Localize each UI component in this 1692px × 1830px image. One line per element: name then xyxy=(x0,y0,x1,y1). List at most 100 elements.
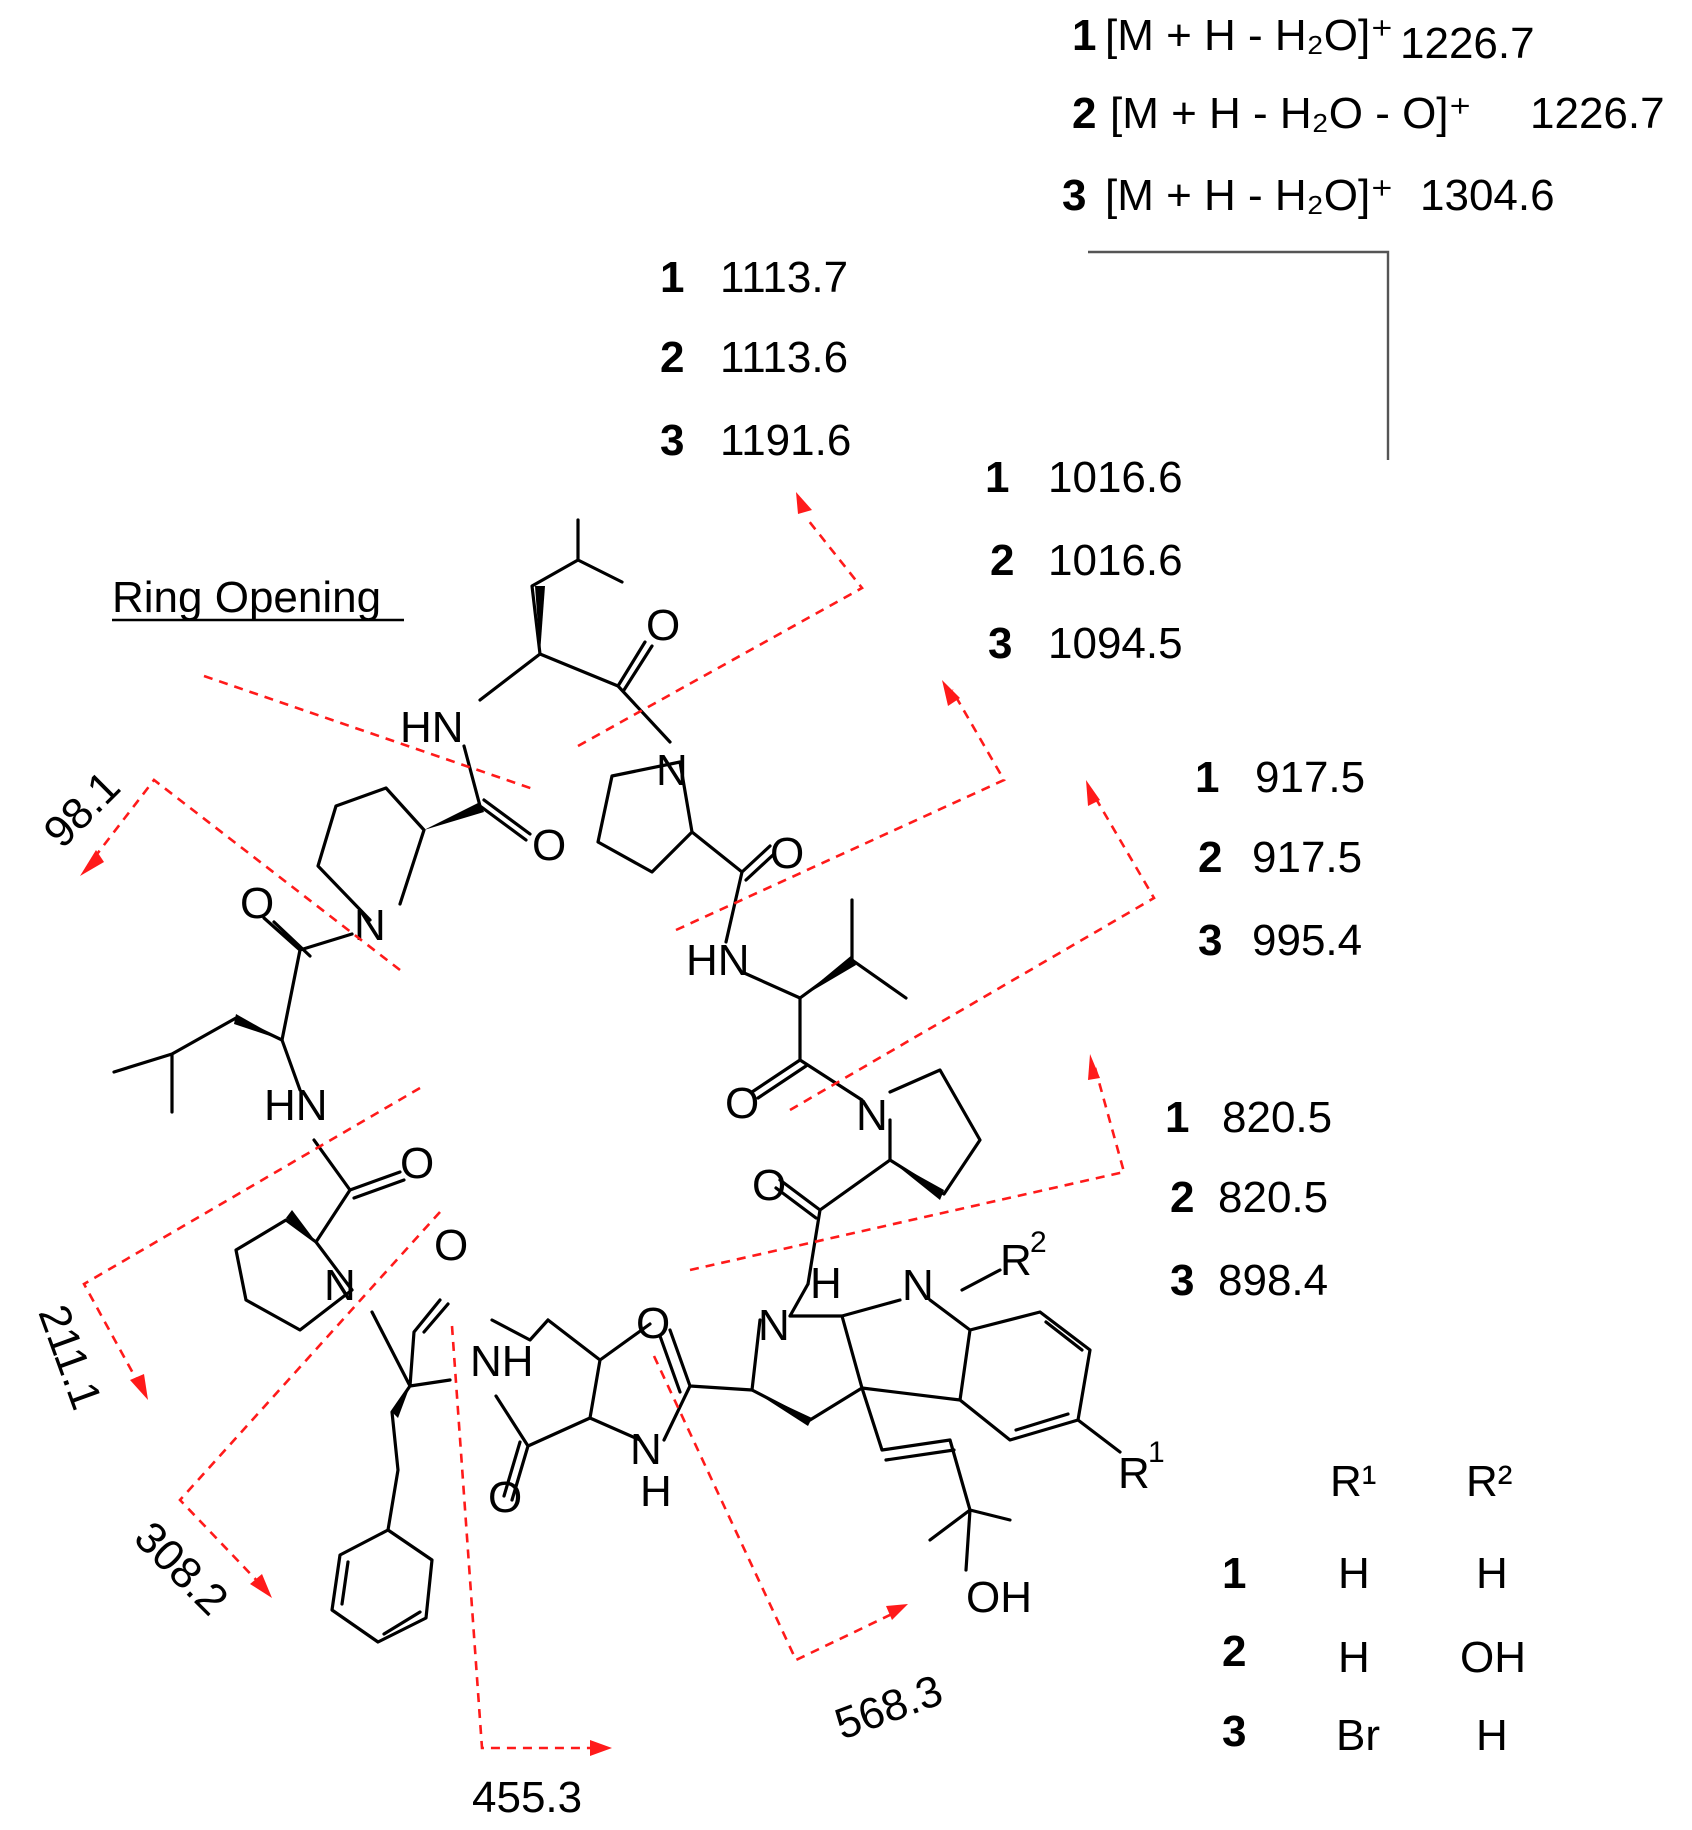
atom-o-8: O xyxy=(434,1221,468,1270)
atom-labels: HN N O O O HN O N O N H N R 2 R 1 OH O N… xyxy=(240,601,1165,1622)
parent-mz-1: 1226.7 xyxy=(1400,19,1535,68)
fragment-group-820: 1 820.5 2 820.5 3 898.4 xyxy=(1165,1093,1332,1305)
atom-hn-2: HN xyxy=(686,936,750,985)
frag1113-compound-2: 2 xyxy=(660,333,684,382)
parent-bracket xyxy=(1088,250,1390,460)
frag917-compound-1: 1 xyxy=(1195,753,1219,802)
leu-top-backbone xyxy=(478,640,672,744)
pro-bottom-carbonyl xyxy=(312,1138,406,1244)
fragment-group-1016: 1 1016.6 2 1016.6 3 1094.5 xyxy=(985,453,1183,668)
pro-bottom-wedge xyxy=(286,1210,316,1242)
fragment-98: 98.1 xyxy=(34,762,129,857)
parent-ion-3: [M + H - H₂O]⁺ xyxy=(1105,171,1393,220)
table-row3-r2: H xyxy=(1476,1711,1508,1760)
table-header-r2: R² xyxy=(1466,1457,1512,1506)
frag820-mz-2: 820.5 xyxy=(1218,1173,1328,1222)
arrowhead-1016 xyxy=(942,680,960,706)
prenyl-group xyxy=(860,1386,1012,1572)
leu-left-backbone xyxy=(262,916,354,1092)
cleavage-1113 xyxy=(577,519,864,748)
parent-mz-2: 1226.7 xyxy=(1530,89,1665,138)
table-row1-r1: H xyxy=(1338,1549,1370,1598)
frag1113-mz-3: 1191.6 xyxy=(720,416,851,465)
atom-o-1: O xyxy=(646,601,680,650)
pro-top-ring xyxy=(596,760,694,874)
atom-o-6: O xyxy=(636,1299,670,1348)
pro-right-wedge xyxy=(890,1160,944,1200)
cleavage-308 xyxy=(178,1211,441,1587)
frag917-mz-2: 917.5 xyxy=(1252,833,1362,882)
frag1016-compound-3: 3 xyxy=(988,619,1012,668)
frag917-mz-1: 917.5 xyxy=(1255,753,1365,802)
frag1113-mz-1: 1113.7 xyxy=(720,253,848,302)
table-header-r1: R¹ xyxy=(1330,1457,1376,1506)
parent-ion-2: [M + H - H₂O - O]⁺ xyxy=(1110,89,1472,138)
atom-n-2: N xyxy=(856,1091,888,1140)
leu-top-sidechain xyxy=(530,518,624,656)
atom-h-1: H xyxy=(810,1259,842,1308)
pro-right-carbonyl xyxy=(774,1158,892,1286)
cleavage-568 xyxy=(652,1355,893,1662)
table-row3-compound: 3 xyxy=(1222,1707,1246,1756)
atom-r1: R xyxy=(1118,1449,1150,1498)
leu-bottom-sidechain xyxy=(490,1318,652,1442)
atom-r2: R xyxy=(1000,1236,1032,1285)
atom-o-7: O xyxy=(488,1473,522,1522)
table-row1-r2: H xyxy=(1476,1549,1508,1598)
parent-compound-1: 1 xyxy=(1072,11,1096,60)
table-row3-r1: Br xyxy=(1336,1711,1380,1760)
leu-top-wedge xyxy=(535,586,545,654)
fragment-568: 568.3 xyxy=(829,1666,949,1750)
table-row1-compound: 1 xyxy=(1222,1549,1246,1598)
frag1016-compound-2: 2 xyxy=(990,536,1014,585)
atom-h-2: H xyxy=(640,1467,672,1516)
frag1016-mz-3: 1094.5 xyxy=(1048,619,1183,668)
cleavage-917 xyxy=(789,791,1156,1112)
cleavage-455 xyxy=(450,1325,596,1750)
cleavage-820 xyxy=(689,1063,1126,1272)
trp-wedge xyxy=(752,1390,812,1426)
frag917-compound-2: 2 xyxy=(1198,833,1222,882)
parent-ion-block: 1 [M + H - H₂O]⁺ 1226.7 2 [M + H - H₂O -… xyxy=(1062,11,1665,460)
pro-right-ring xyxy=(888,1068,982,1196)
parent-compound-2: 2 xyxy=(1072,89,1096,138)
frag1016-mz-2: 1016.6 xyxy=(1048,536,1183,585)
r2-bond xyxy=(960,1268,1002,1292)
val-wedge xyxy=(800,955,856,998)
atom-oh: OH xyxy=(966,1573,1032,1622)
frag917-mz-3: 995.4 xyxy=(1252,916,1362,965)
parent-compound-3: 3 xyxy=(1062,171,1086,220)
frag820-mz-1: 820.5 xyxy=(1222,1093,1332,1142)
frag1016-mz-1: 1016.6 xyxy=(1048,453,1183,502)
atom-o-9: O xyxy=(400,1139,434,1188)
atom-o-5: O xyxy=(752,1161,786,1210)
atom-o-10: O xyxy=(240,879,274,928)
atom-o-2: O xyxy=(532,821,566,870)
cleavage-211 xyxy=(82,1086,421,1387)
arrowhead-568 xyxy=(886,1604,908,1620)
frag1113-compound-3: 3 xyxy=(660,416,684,465)
leu-bottom-backbone xyxy=(494,1394,592,1502)
atom-n-7: N xyxy=(354,901,386,950)
table-row2-r1: H xyxy=(1338,1633,1370,1682)
table-row2-compound: 2 xyxy=(1222,1627,1246,1676)
arrowhead-455 xyxy=(590,1740,612,1756)
pro-left-wedge xyxy=(424,802,484,830)
atom-o-3: O xyxy=(770,829,804,878)
trp-carbonyl xyxy=(658,1328,754,1442)
arrowhead-98 xyxy=(80,850,104,876)
atom-n-6: N xyxy=(324,1261,356,1310)
fragment-455: 455.3 xyxy=(472,1773,582,1822)
atom-hn-3: HN xyxy=(264,1081,328,1130)
cleavage-ring-opening xyxy=(203,674,537,792)
arrowhead-308 xyxy=(250,1574,272,1598)
fragment-group-1113: 1 1113.7 2 1113.6 3 1191.6 xyxy=(660,253,851,465)
atom-hn-1: HN xyxy=(400,703,464,752)
frag820-mz-3: 898.4 xyxy=(1218,1256,1328,1305)
arrowhead-1113 xyxy=(796,492,812,514)
phe-wedge xyxy=(392,1386,410,1418)
phe-backbone xyxy=(370,1298,452,1532)
table-row2-r2: OH xyxy=(1460,1633,1526,1682)
frag917-compound-3: 3 xyxy=(1198,916,1222,965)
